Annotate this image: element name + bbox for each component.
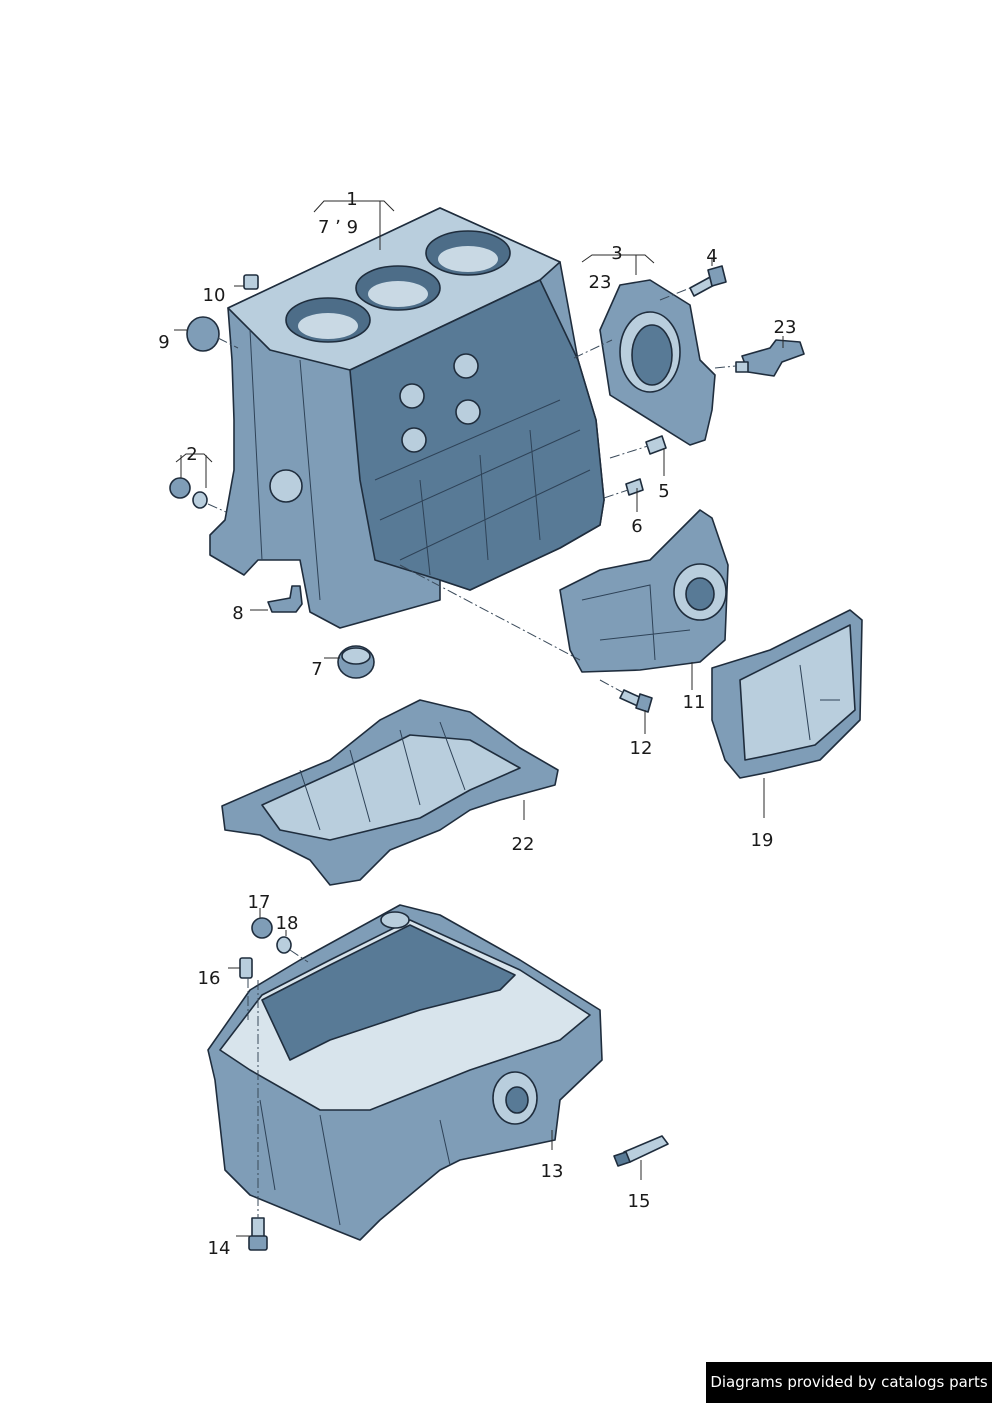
dowel-16 (239, 957, 253, 979)
bolt-4 (689, 265, 727, 297)
engine-block (209, 207, 605, 629)
bracket-23 (735, 339, 805, 377)
callout-8: 8 (232, 603, 243, 624)
callout-18: 18 (276, 913, 299, 934)
callout-12: 12 (630, 738, 653, 759)
callout-16: 16 (198, 968, 221, 989)
callout-14: 14 (208, 1238, 231, 1259)
sealant-tube-15 (613, 1135, 669, 1167)
callout-3-sub: 23 (589, 272, 612, 293)
callout-6: 6 (631, 516, 642, 537)
sealing-plug-10 (243, 274, 259, 290)
oil-pan-13 (207, 904, 603, 1241)
callout-1-sub: 7 ʼ 9 (318, 217, 358, 238)
callout-22: 22 (512, 834, 535, 855)
callout-9: 9 (158, 332, 169, 353)
bolt-14 (248, 1217, 268, 1251)
callout-7: 7 (311, 659, 322, 680)
callout-2: 2 (186, 444, 197, 465)
plug-2 (169, 477, 208, 509)
drain-plug-17 (251, 917, 273, 939)
callout-5: 5 (658, 481, 669, 502)
callout-17: 17 (248, 892, 271, 913)
callout-11: 11 (683, 692, 706, 713)
leader-lines (174, 200, 784, 1237)
seal-ring-18 (276, 936, 292, 954)
dowel-pin-6 (625, 478, 644, 496)
bolt-12 (619, 689, 653, 713)
footer-credit: Diagrams provided by catalogs parts (706, 1362, 992, 1403)
assembly-lines (207, 287, 737, 1218)
dowel-sleeve-5 (645, 435, 667, 455)
callout-3: 3 (611, 243, 622, 264)
sealing-flange (599, 279, 716, 446)
baffle-plate-22 (221, 699, 559, 886)
callout-labels: 1 7 ʼ 9 2 3 23 4 23 5 6 10 9 8 7 11 12 1… (158, 189, 796, 1259)
callout-13: 13 (541, 1161, 564, 1182)
sealing-cover-9 (186, 316, 220, 352)
callout-10: 10 (203, 285, 226, 306)
cover-11 (559, 509, 729, 673)
cover-19 (711, 609, 863, 779)
callout-1: 1 (346, 189, 357, 210)
callout-4: 4 (706, 246, 717, 267)
callout-23: 23 (774, 317, 797, 338)
callout-19: 19 (751, 830, 774, 851)
oil-jet-8 (267, 585, 303, 613)
callout-15: 15 (628, 1191, 651, 1212)
sealing-cover-7 (337, 645, 375, 679)
